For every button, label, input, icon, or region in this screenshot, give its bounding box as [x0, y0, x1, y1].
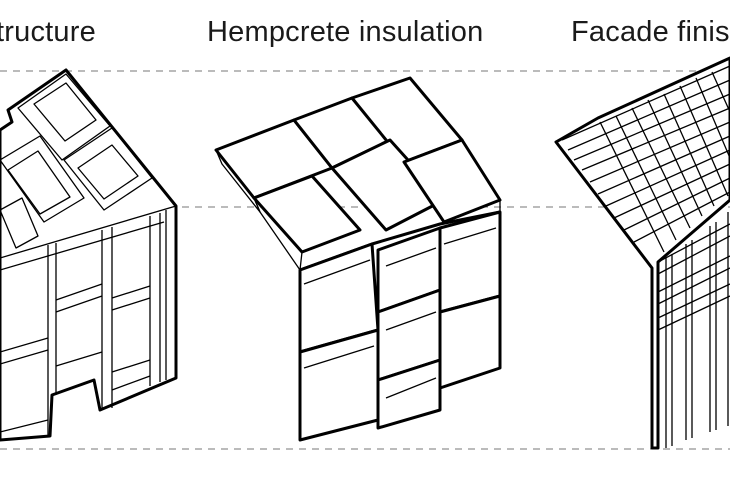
structure-frame-drawing: [0, 68, 178, 442]
structure-outline: [0, 68, 178, 442]
insulation-panel-label: Hempcrete insulation: [207, 16, 484, 48]
facade-outline: [554, 56, 730, 450]
insulation-wall-block: [376, 358, 442, 430]
structure-panel-label: tructure: [0, 16, 96, 48]
facade-finish-drawing: [554, 56, 730, 450]
insulation-blocks-drawing: [214, 76, 502, 442]
facade-panel-label: Facade finis: [571, 16, 730, 48]
insulation-wall-block: [438, 294, 502, 390]
insulation-roof-block: [252, 174, 362, 254]
